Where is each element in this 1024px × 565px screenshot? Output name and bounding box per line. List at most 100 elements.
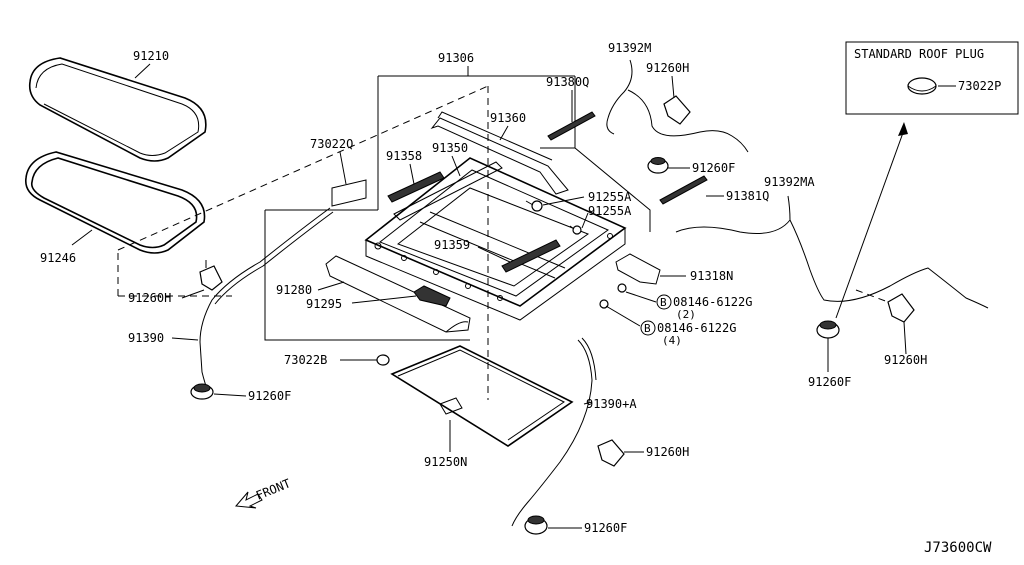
leader-91210 — [134, 63, 151, 79]
drain-hose-91390 — [199, 207, 331, 387]
leader-91350 — [451, 155, 461, 177]
label-91359: 91359 — [434, 238, 470, 252]
label-08146-2: 08146-6122G — [657, 321, 736, 335]
label-73022p: 73022P — [958, 79, 1001, 93]
screw-91255a-1 — [525, 200, 543, 212]
drain-hose-91390a — [511, 339, 593, 527]
bracket-91306-left — [264, 209, 470, 341]
sunroof-frame — [364, 157, 627, 321]
label-73022b: 73022B — [284, 353, 327, 367]
pad-73022q — [331, 179, 367, 207]
label-08146-1: 08146-6122G — [673, 295, 752, 309]
motor-91295 — [413, 285, 451, 307]
label-91260f-top: 91260F — [692, 161, 735, 175]
alignment-line-diagonal — [117, 85, 489, 251]
drain-hose-91392ma-tip — [787, 195, 791, 221]
drain-hose-91390a-inner — [581, 337, 597, 381]
label-91318n: 91318N — [690, 269, 733, 283]
rail-91350 — [393, 161, 503, 221]
label-91260f-bottom: 91260F — [584, 521, 627, 535]
bolt-08146-2 — [599, 299, 641, 327]
arrow-to-roof-plug — [835, 129, 905, 319]
label-91255a-2: 91255A — [588, 204, 632, 218]
label-91280: 91280 — [276, 283, 312, 297]
guide-91359 — [501, 239, 561, 273]
drain-hose-91390-inner — [214, 211, 334, 305]
bracket-91318n — [615, 253, 661, 285]
arrowhead-roof-plug — [898, 122, 908, 136]
finisher-91280 — [325, 255, 471, 333]
label-91360: 91360 — [490, 111, 526, 125]
grommet-91260f-left — [190, 383, 247, 400]
label-91260h-bottom: 91260H — [646, 445, 689, 459]
leader-91255a-1 — [542, 196, 585, 206]
leader-91360 — [499, 125, 509, 141]
label-91358: 91358 — [386, 149, 422, 163]
front-direction-indicator: FRONT — [234, 476, 293, 509]
bolt-08146-1 — [617, 283, 657, 303]
leader-91255a-2 — [581, 212, 589, 229]
standard-roof-plug-box — [845, 41, 1019, 115]
leader-91358 — [409, 163, 415, 185]
clip-91260h-bottom — [597, 439, 625, 467]
leader-91390 — [171, 337, 199, 341]
rail-91360 — [430, 111, 569, 195]
label-08146-1-qty: (2) — [676, 308, 696, 321]
label-91350: 91350 — [432, 141, 468, 155]
drain-hose-91392m — [627, 89, 749, 153]
leader-91295 — [351, 295, 417, 304]
label-91392m: 91392M — [608, 41, 651, 55]
screw-91255a-2 — [569, 225, 582, 235]
bracket-91306-right — [540, 147, 651, 232]
finisher-91280-tip — [445, 321, 469, 333]
leader-91280 — [317, 281, 345, 291]
label-73022q: 73022Q — [310, 137, 353, 151]
label-91260f-left: 91260F — [248, 389, 291, 403]
label-91295: 91295 — [306, 297, 342, 311]
label-91260f-right: 91260F — [808, 375, 851, 389]
guide-91358 — [387, 171, 445, 203]
leader-91246 — [71, 229, 93, 246]
label-91381q: 91381Q — [726, 189, 769, 203]
standard-roof-plug-title: STANDARD ROOF PLUG — [854, 47, 984, 61]
label-91210: 91210 — [133, 49, 169, 63]
grommet-91260f-bottom — [524, 515, 582, 535]
leader-91359 — [477, 246, 511, 263]
drain-hose-91392m-upper — [606, 59, 633, 135]
label-91260h-right: 91260H — [884, 353, 927, 367]
leader-91260h-right — [903, 321, 907, 355]
label-91246: 91246 — [40, 251, 76, 265]
leader-91260h-left — [181, 289, 205, 299]
label-91390: 91390 — [128, 331, 164, 345]
clip-91260h-left — [199, 260, 223, 291]
glass-lid-91210 — [28, 57, 207, 162]
sunshade-91250n — [390, 345, 574, 447]
clip-91260h-top — [663, 95, 691, 125]
diagram-code: J73600CW — [924, 540, 992, 556]
leader-91260h-top — [671, 75, 675, 99]
label-91260h-top: 91260H — [646, 61, 689, 75]
label-91250n: 91250N — [424, 455, 467, 469]
bolt-marker-2-text: B — [644, 322, 651, 335]
drain-hose-91392ma — [675, 219, 989, 309]
label-91380q: 91380Q — [546, 75, 589, 89]
bolt-marker-2 — [640, 320, 656, 336]
leader-91390a — [583, 401, 593, 405]
deflector-91381q — [659, 175, 708, 205]
label-91392ma: 91392MA — [764, 175, 815, 189]
roof-plug-73022p — [907, 77, 937, 95]
leader-73022q — [339, 151, 347, 185]
grommet-91260f-top — [647, 157, 690, 174]
weatherstrip-91246 — [24, 151, 206, 254]
label-91260h-left: 91260H — [128, 291, 171, 305]
front-label: FRONT — [254, 476, 293, 503]
clip-91260h-right — [855, 289, 915, 323]
bolt-marker-1-text: B — [660, 296, 667, 309]
clip-73022b — [340, 354, 390, 366]
label-91390a: 91390+A — [586, 397, 637, 411]
grommet-91260f-right — [816, 320, 840, 372]
deflector-91380q — [547, 111, 596, 141]
label-91306: 91306 — [438, 51, 474, 65]
